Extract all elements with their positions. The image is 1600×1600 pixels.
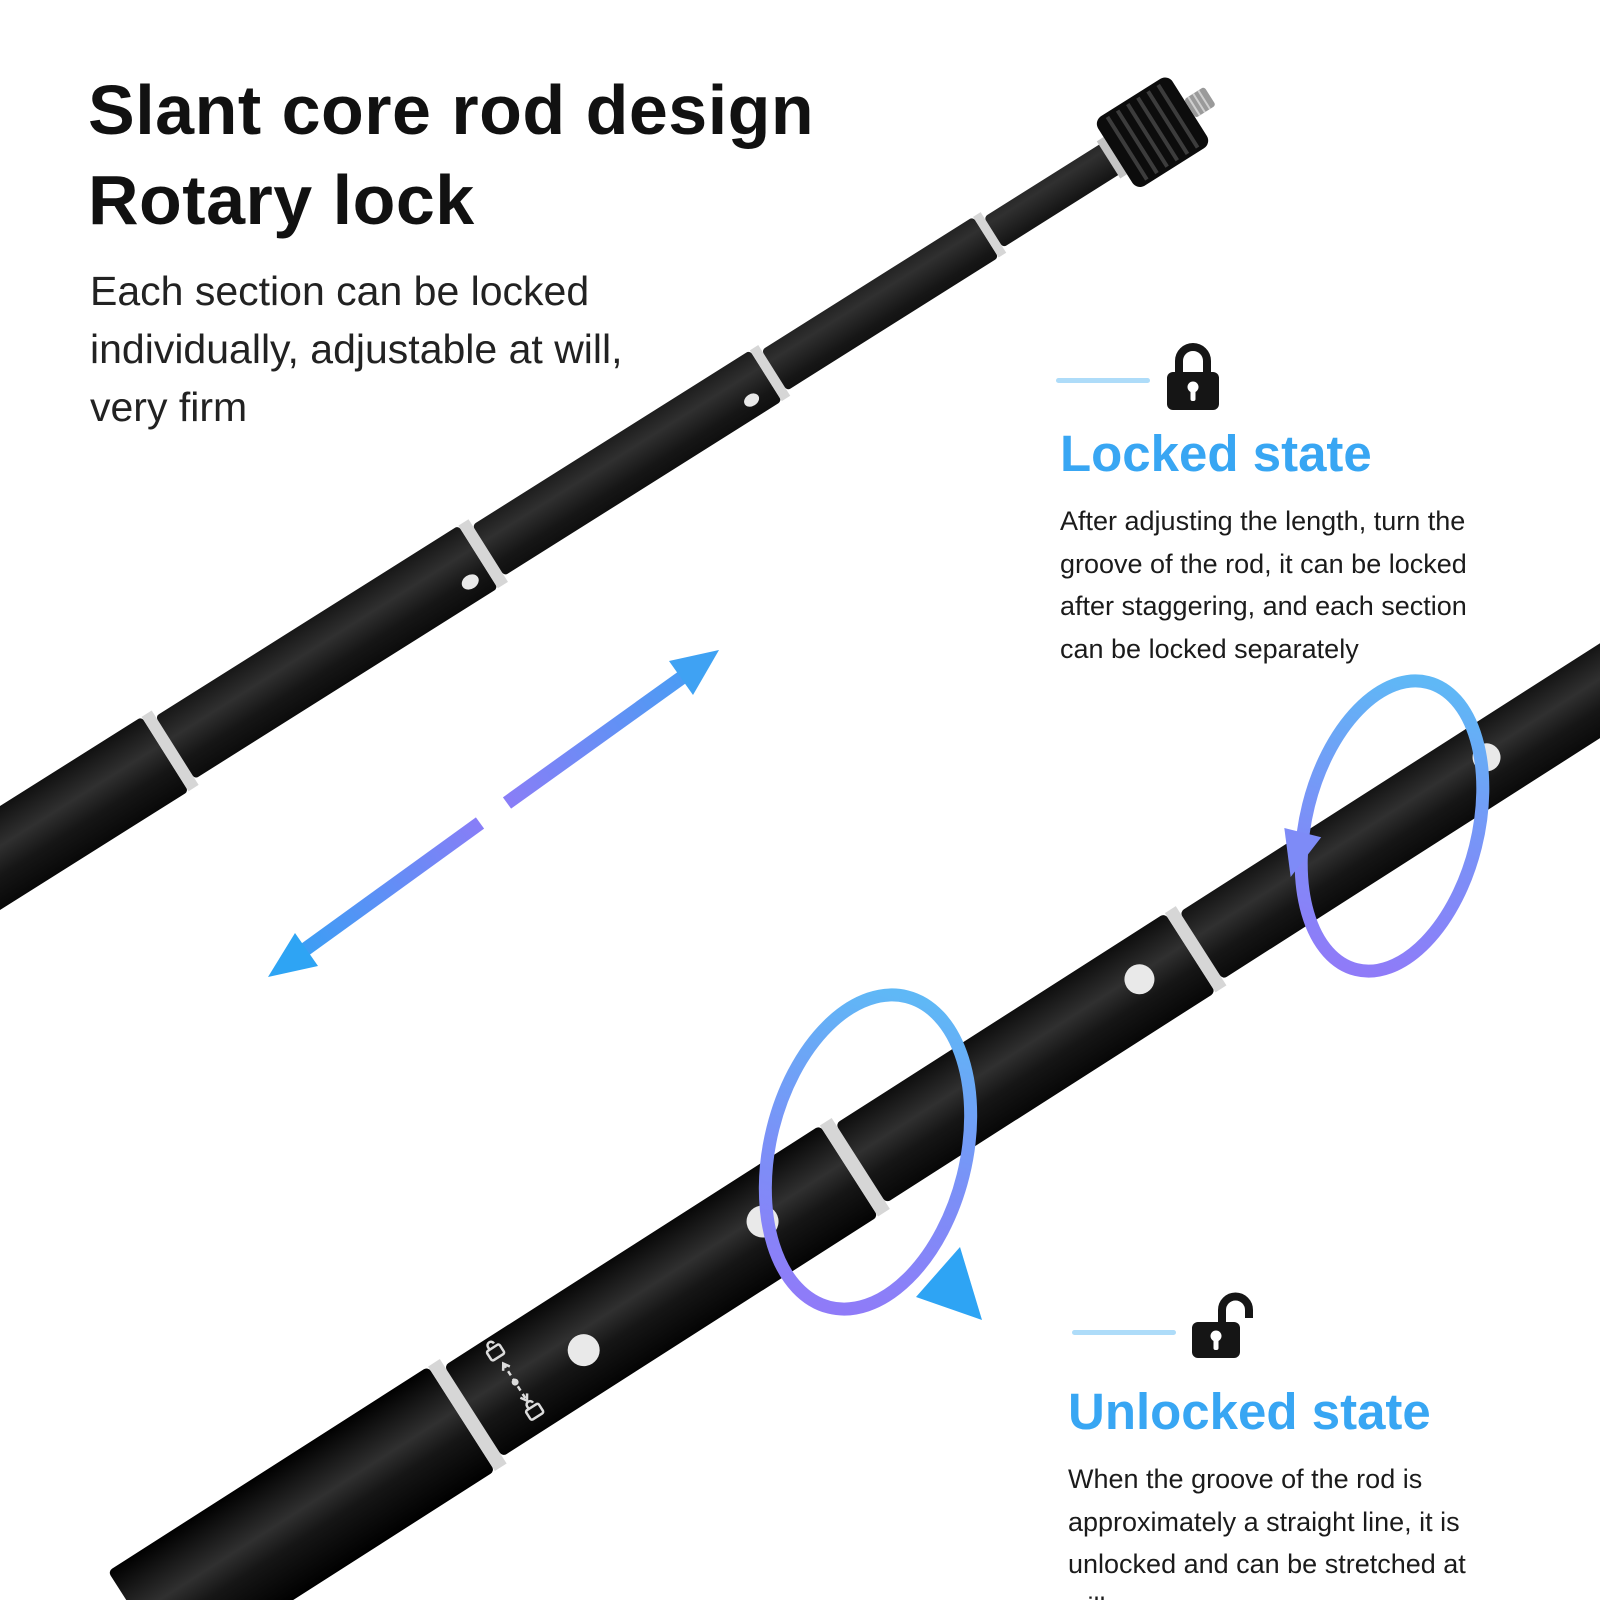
header-description: Each section can be locked individually,…: [90, 268, 623, 431]
unlocked-accent-line: [1072, 1330, 1176, 1335]
rotate-arrow-upper: [1284, 674, 1490, 978]
lock-indicator-print: [485, 1340, 545, 1421]
locked-accent-line: [1056, 378, 1150, 383]
lock-pin-dot: [567, 1334, 600, 1367]
unlocked-padlock-icon: [1192, 1292, 1253, 1358]
unlocked-state-description: When the groove of the rod is approximat…: [1068, 1464, 1466, 1600]
lock-pin-dot: [744, 393, 760, 407]
locked-padlock-icon: [1167, 343, 1219, 410]
lower-rod-graphic: [109, 601, 1600, 1600]
locked-state-description: After adjusting the length, turn the gro…: [1060, 506, 1467, 664]
lock-pin-dot: [1124, 964, 1155, 995]
rotate-arrow-lower-head: [916, 1247, 982, 1320]
page-title-line2: Rotary lock: [88, 160, 475, 239]
screw-tip: [1185, 87, 1215, 117]
upper-rod-graphic: [0, 77, 1215, 916]
lock-pin-dot: [461, 574, 479, 590]
extend-arrow: [268, 650, 719, 977]
unlocked-state-title: Unlocked state: [1068, 1383, 1431, 1440]
page-title-line1: Slant core rod design: [88, 71, 815, 149]
knurled-knob: [1096, 77, 1209, 187]
locked-state-title: Locked state: [1060, 425, 1372, 482]
rotate-arrow-lower: [758, 988, 978, 1316]
page-title: Slant core rod design Rotary lock: [88, 66, 814, 245]
